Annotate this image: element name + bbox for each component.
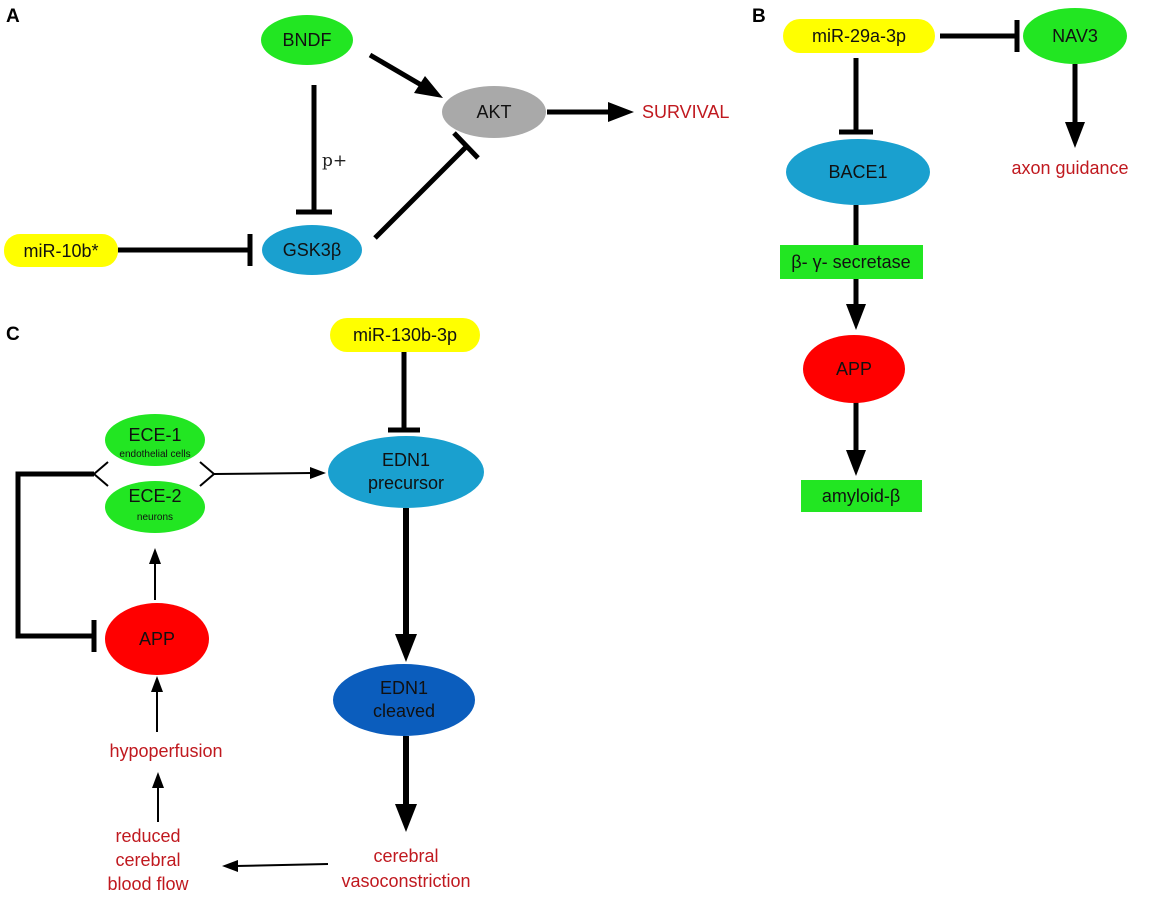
node-ece1-label: ECE-1 bbox=[128, 425, 181, 445]
edge-mir29a-inhibits-nav3 bbox=[940, 20, 1020, 52]
node-edn1-precursor-line1: EDN1 bbox=[382, 450, 430, 470]
edge-nav3-axon bbox=[1065, 64, 1085, 148]
node-edn1-precursor-line2: precursor bbox=[368, 473, 444, 493]
edge-app-amyloid bbox=[846, 402, 866, 476]
edge-app-feedback-ece bbox=[15, 471, 97, 652]
edge-gsk3b-inhibits-akt bbox=[373, 131, 480, 240]
node-gsk3b-label: GSK3β bbox=[283, 240, 341, 260]
edge-hypo-app bbox=[151, 676, 163, 732]
edge-edn1-cleave bbox=[395, 508, 417, 662]
node-bndf-label: BNDF bbox=[283, 30, 332, 50]
panel-c-label: C bbox=[6, 324, 20, 345]
node-mir29a-label: miR-29a-3p bbox=[812, 26, 906, 46]
node-amyloid-label: amyloid-β bbox=[822, 486, 900, 506]
node-amyloid: amyloid-β bbox=[801, 480, 922, 512]
edge-akt-survival bbox=[547, 102, 634, 122]
panel-a-label: A bbox=[6, 6, 20, 27]
edge-bndf-inhibits-gsk3b bbox=[296, 85, 332, 215]
edge-vaso-reduced bbox=[222, 860, 329, 872]
node-akt-label: AKT bbox=[476, 102, 511, 122]
panel-b-label: B bbox=[752, 6, 766, 27]
edge-mir10b-inhibits-gsk3b bbox=[118, 234, 253, 266]
vaso-line1: cerebral bbox=[373, 846, 438, 866]
edge-reduced-hypo bbox=[152, 772, 164, 822]
node-secretase-label: β- γ- secretase bbox=[791, 252, 910, 272]
vaso-line2: vasoconstriction bbox=[341, 871, 470, 891]
reduced-line3: blood flow bbox=[107, 874, 189, 894]
node-app-c: APP bbox=[105, 603, 209, 675]
node-mir130b-label: miR-130b-3p bbox=[353, 325, 457, 345]
node-bace1: BACE1 bbox=[786, 139, 930, 205]
edge-ece-edn1 bbox=[213, 467, 326, 479]
node-edn1-cleaved-line1: EDN1 bbox=[380, 678, 428, 698]
node-app-b: APP bbox=[803, 335, 905, 403]
node-ece2-sublabel: neurons bbox=[137, 512, 173, 523]
edge-mir29a-inhibits-bace1 bbox=[839, 58, 873, 135]
node-nav3: NAV3 bbox=[1023, 8, 1127, 64]
reduced-line1: reduced bbox=[115, 826, 180, 846]
node-edn1-cleaved-line2: cleaved bbox=[373, 701, 435, 721]
node-ece2: ECE-2 neurons bbox=[105, 481, 205, 533]
node-app-b-label: APP bbox=[836, 359, 872, 379]
node-edn1-precursor: EDN1 precursor bbox=[328, 436, 484, 508]
node-ece1: ECE-1 endothelial cells bbox=[105, 414, 205, 466]
node-gsk3b: GSK3β bbox=[262, 225, 362, 275]
node-nav3-label: NAV3 bbox=[1052, 26, 1098, 46]
edge-app-ece bbox=[149, 548, 161, 600]
node-akt: AKT bbox=[442, 86, 546, 138]
axon-guidance-label: axon guidance bbox=[1011, 158, 1128, 178]
hypoperfusion-label: hypoperfusion bbox=[109, 741, 222, 761]
reduced-line2: cerebral bbox=[115, 850, 180, 870]
edge-edn1-vaso bbox=[395, 736, 417, 832]
node-secretase: β- γ- secretase bbox=[780, 245, 923, 279]
node-mir29a: miR-29a-3p bbox=[783, 19, 935, 53]
reduced-blood-flow-label: reduced cerebral blood flow bbox=[107, 826, 189, 894]
node-bndf: BNDF bbox=[261, 15, 353, 65]
node-mir10b-label: miR-10b* bbox=[23, 241, 98, 261]
survival-label: SURVIVAL bbox=[642, 102, 729, 122]
vasoconstriction-label: cerebral vasoconstriction bbox=[341, 846, 470, 891]
edge-mir130b-inhibits-edn1 bbox=[388, 352, 420, 433]
node-bace1-label: BACE1 bbox=[828, 162, 887, 182]
node-ece1-sublabel: endothelial cells bbox=[119, 449, 190, 460]
edge-bndf-akt bbox=[368, 52, 443, 98]
phosphorylation-label: p+ bbox=[322, 151, 347, 171]
node-app-c-label: APP bbox=[139, 629, 175, 649]
node-edn1-cleaved: EDN1 cleaved bbox=[333, 664, 475, 736]
node-mir130b: miR-130b-3p bbox=[330, 318, 480, 352]
node-ece2-label: ECE-2 bbox=[128, 486, 181, 506]
node-mir10b: miR-10b* bbox=[4, 234, 118, 267]
